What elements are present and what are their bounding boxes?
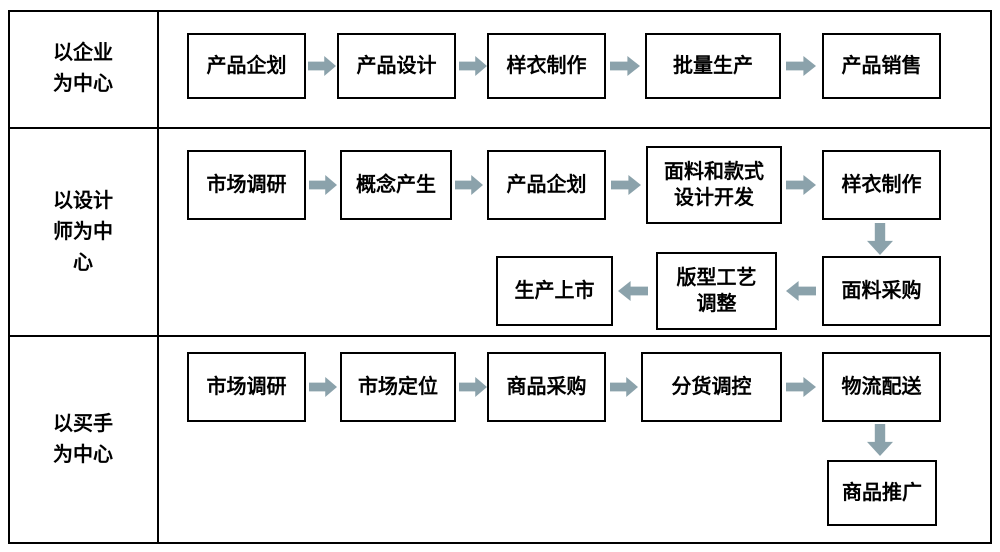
label-column-divider <box>157 10 159 544</box>
flow-box-fabric-purchasing: 面料采购 <box>822 256 941 326</box>
flow-box-allocation-control: 分货调控 <box>641 352 782 422</box>
row-divider-2 <box>8 335 992 337</box>
flow-box-product-design: 产品设计 <box>337 33 456 99</box>
flow-box-sample-making: 样衣制作 <box>822 150 941 220</box>
flow-box-merchandise-purchasing: 商品采购 <box>487 352 606 422</box>
flow-box-pattern-craft-adjustment: 版型工艺 调整 <box>656 252 777 330</box>
flow-box-product-planning: 产品企划 <box>487 150 606 220</box>
flow-box-market-positioning: 市场定位 <box>340 352 456 422</box>
outer-border <box>8 10 992 544</box>
row-label-buyer: 以买手 为中心 <box>53 413 113 466</box>
flow-box-product-planning: 产品企划 <box>187 33 306 99</box>
flow-box-production-launch: 生产上市 <box>496 256 613 326</box>
row-label-designer: 以设计 师为中 心 <box>53 189 113 274</box>
flow-box-market-research: 市场调研 <box>187 150 306 220</box>
row-label-enterprise: 以企业 为中心 <box>53 42 113 95</box>
flow-box-product-sales: 产品销售 <box>822 33 941 99</box>
flow-box-concept-generation: 概念产生 <box>340 150 452 220</box>
flow-box-mass-production: 批量生产 <box>645 33 781 99</box>
flow-box-fabric-style-development: 面料和款式 设计开发 <box>646 146 782 224</box>
row-divider-1 <box>8 127 992 129</box>
flow-box-merchandise-promotion: 商品推广 <box>827 460 937 526</box>
flow-box-logistics-distribution: 物流配送 <box>822 352 941 422</box>
flow-box-sample-making: 样衣制作 <box>487 33 606 99</box>
flow-box-market-research: 市场调研 <box>187 352 306 422</box>
